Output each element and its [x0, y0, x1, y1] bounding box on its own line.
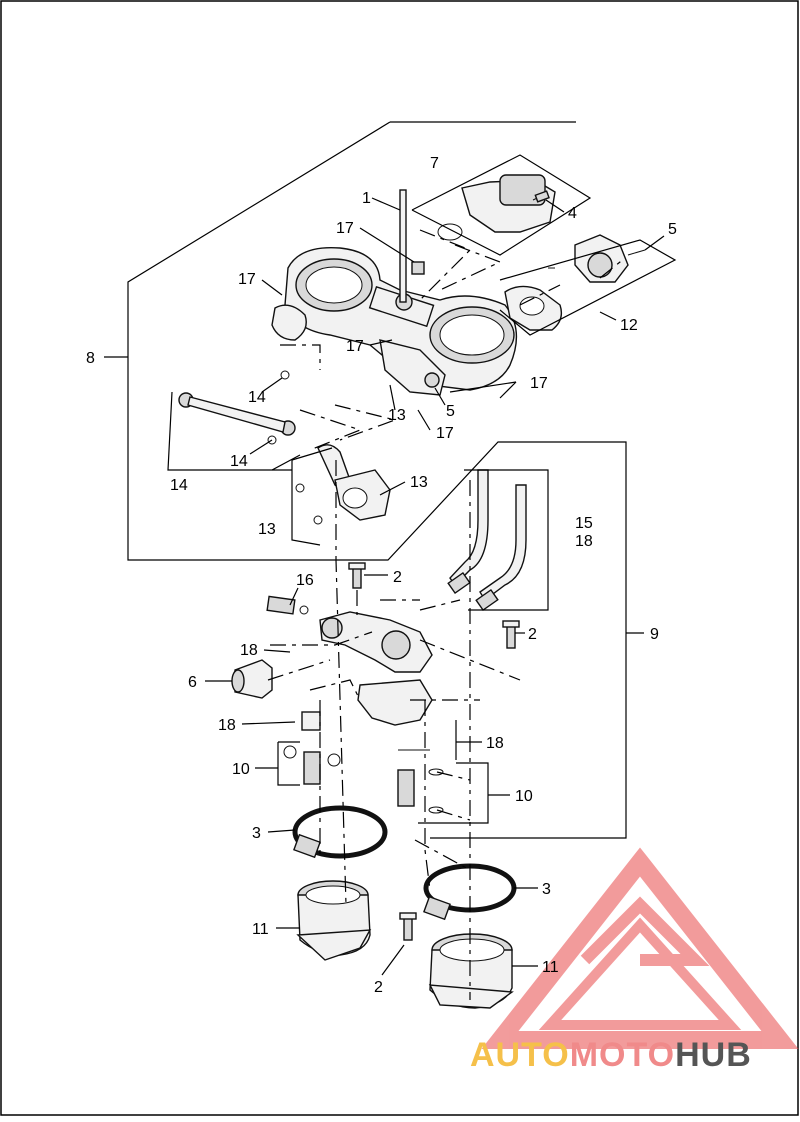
fuel-pressure-regulator: [231, 659, 273, 699]
cable-bracket: [295, 444, 391, 525]
callout-8: 8: [86, 350, 95, 367]
callout-6: 6: [188, 674, 197, 691]
callout-17-top: 17: [336, 220, 354, 237]
assembly-lines: [267, 229, 626, 1000]
screw-upper: [348, 562, 366, 589]
callout-2-upper: 2: [393, 569, 402, 586]
callout-14-lower: 14: [170, 477, 188, 494]
group-8-9-bracket: [127, 121, 627, 839]
callout-15: 15: [575, 515, 593, 532]
callout-17-right: 17: [530, 375, 548, 392]
leader-lines: [205, 197, 665, 976]
watermark-logo: [481, 847, 799, 1049]
callout-17-middle: 17: [346, 338, 364, 355]
callout-13-left: 13: [258, 521, 276, 538]
callout-14-middle: 14: [230, 453, 248, 470]
callout-14-upper: 14: [248, 389, 266, 406]
throttle-body: [271, 189, 518, 396]
fuel-fitting: [266, 595, 309, 615]
idle-air-control-valve: [437, 174, 556, 241]
callout-5-lower: 5: [446, 403, 455, 420]
callout-3-rear: 3: [542, 881, 551, 898]
hose-clamp-rear: [423, 863, 517, 921]
callout-18-injector-front: 18: [218, 717, 236, 734]
group-brackets: [167, 154, 677, 824]
callout-1: 1: [362, 190, 371, 207]
callout-10-front: 10: [232, 761, 250, 778]
intake-flange-front: [296, 880, 372, 961]
watermark-auto-text: AUTO: [470, 1036, 570, 1074]
callout-16: 16: [296, 572, 314, 589]
callout-18-fuel-lines: 18: [575, 533, 593, 550]
watermark-moto-text: MOTO: [570, 1036, 675, 1074]
callout-18-regulator: 18: [240, 642, 258, 659]
callout-2-lower: 2: [374, 979, 383, 996]
callout-11-front: 11: [252, 921, 269, 938]
callout-13-right: 13: [410, 474, 428, 491]
callout-4: 4: [568, 205, 577, 222]
watermark-hub-text: HUB: [675, 1036, 752, 1074]
callout-13-upper: 13: [388, 407, 406, 424]
callout-9: 9: [650, 626, 659, 643]
callout-2-right: 2: [528, 626, 537, 643]
callout-12: 12: [620, 317, 638, 334]
hose-clamp-front: [292, 805, 388, 859]
watermark-auto: AUTOMOTOHUB: [470, 1036, 752, 1074]
callout-18-injector-rear: 18: [486, 735, 504, 752]
callout-7: 7: [430, 155, 439, 172]
intake-flange-rear: [428, 933, 514, 1009]
fuel-injector-rear: [397, 749, 444, 814]
callout-5-upper: 5: [668, 221, 677, 238]
callout-17-lower: 17: [436, 425, 454, 442]
fuel-supply-lines: [447, 469, 527, 612]
throttle-position-sensor: [504, 234, 646, 331]
screw-right: [502, 620, 520, 649]
fuel-injector-front: [283, 711, 341, 785]
callout-10-rear: 10: [515, 788, 533, 805]
callout-11-rear: 11: [542, 959, 559, 976]
throttle-linkage-rod: [178, 370, 296, 445]
callout-17-left: 17: [238, 271, 256, 288]
fuel-rail: [319, 611, 433, 726]
callout-3-front: 3: [252, 825, 261, 842]
screw-lower: [399, 912, 417, 941]
